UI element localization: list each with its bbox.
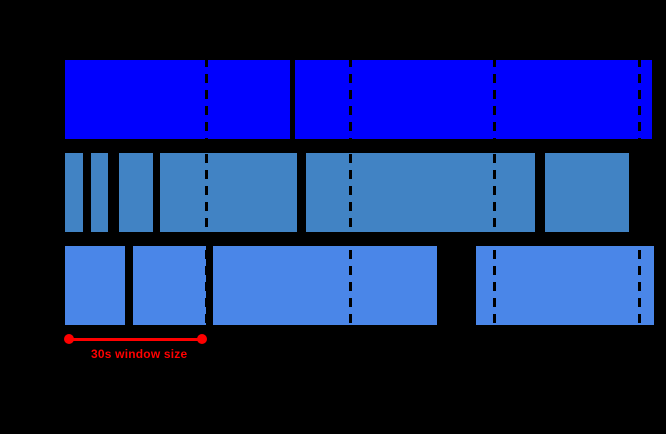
window-boundary-dashed-line-1 — [205, 58, 208, 327]
windows-row-3-segment-1 — [65, 246, 125, 325]
window-size-label: 30s window size — [91, 347, 188, 361]
windows-row-2-segment-2 — [91, 153, 108, 232]
windows-row-3-segment-3 — [213, 246, 437, 325]
windows-row-2-segment-6 — [545, 153, 629, 232]
windows-row-2-segment-4 — [160, 153, 297, 232]
measure-dot-left — [64, 334, 74, 344]
window-size-measure-line — [69, 338, 202, 341]
windows-row-2-segment-1 — [65, 153, 83, 232]
window-boundary-dashed-line-4 — [638, 58, 641, 327]
windows-row-2-segment-3 — [119, 153, 153, 232]
windows-row-1-segment-2 — [295, 60, 652, 139]
window-boundary-dashed-line-3 — [493, 58, 496, 327]
measure-dot-right — [197, 334, 207, 344]
windows-row-3-segment-2 — [133, 246, 206, 325]
window-boundary-dashed-line-2 — [349, 58, 352, 327]
windows-row-2-segment-5 — [306, 153, 535, 232]
windows-row-3-segment-4 — [476, 246, 654, 325]
windows-row-1-segment-1 — [65, 60, 290, 139]
